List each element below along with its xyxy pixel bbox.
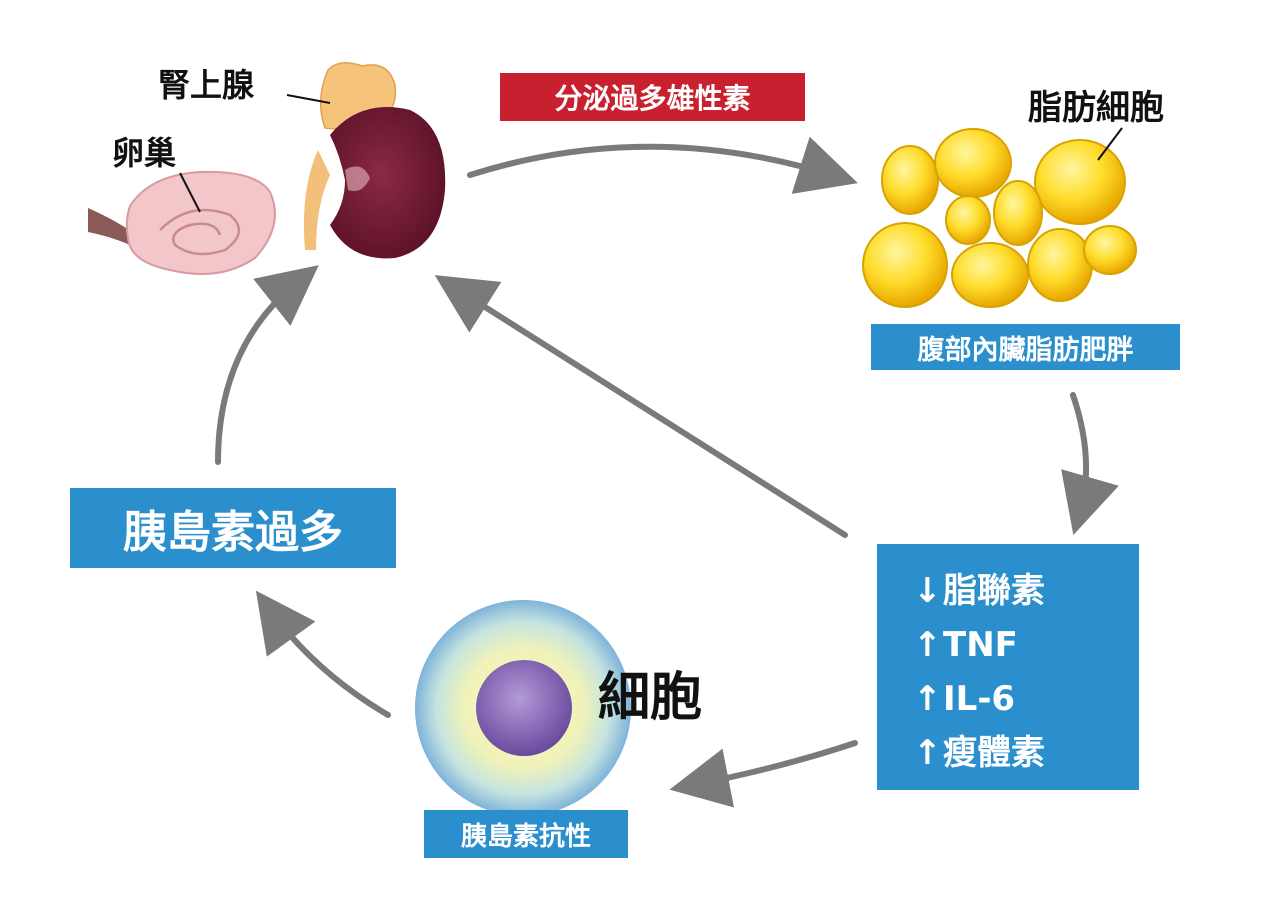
arrow-cell-to-insulin — [255, 590, 391, 718]
arrow-obesity-to-effects — [1061, 392, 1119, 536]
fat-cells-illustration — [862, 127, 1137, 308]
effects-box: ↓ 脂聯素 ↑ TNF ↑ IL-6 ↑ 瘦體素 — [877, 544, 1139, 790]
effect-label: 脂聯素 — [943, 571, 1045, 611]
box-hyperinsulinemia: 胰島素過多 — [70, 488, 396, 568]
cell-illustration — [415, 600, 631, 816]
label-cell: 細胞 — [598, 668, 703, 728]
up-arrow-icon: ↑ — [913, 679, 942, 719]
effect-label: IL-6 — [943, 679, 1016, 719]
up-arrow-icon: ↑ — [913, 625, 942, 665]
arrow-insulin-to-adrenal — [215, 265, 319, 465]
arrow-adrenal-to-fat — [467, 136, 858, 194]
effect-adiponectin: ↓ 脂聯素 — [913, 564, 1139, 618]
box-insulin-resistance: 胰島素抗性 — [424, 810, 628, 858]
box-androgen: 分泌過多雄性素 — [500, 73, 805, 121]
ovary-illustration — [88, 170, 276, 275]
label-adrenal: 腎上腺 — [158, 66, 255, 104]
down-arrow-icon: ↓ — [913, 571, 942, 611]
effect-il6: ↑ IL-6 — [913, 672, 1139, 726]
arrow-effects-to-adrenal — [434, 275, 848, 538]
effect-label: TNF — [943, 625, 1018, 665]
kidney-adrenal-illustration — [286, 62, 446, 259]
arrow-effects-to-cell — [669, 740, 858, 808]
effect-label: 瘦體素 — [943, 733, 1045, 773]
box-visceral-obesity: 腹部內臟脂肪肥胖 — [871, 324, 1180, 370]
effect-leptin: ↑ 瘦體素 — [913, 726, 1139, 780]
label-fat-cells: 脂肪細胞 — [1028, 88, 1164, 128]
up-arrow-icon: ↑ — [913, 733, 942, 773]
label-ovary: 卵巢 — [112, 134, 177, 172]
effect-tnf: ↑ TNF — [913, 618, 1139, 672]
cycle-arrows — [215, 136, 1119, 808]
